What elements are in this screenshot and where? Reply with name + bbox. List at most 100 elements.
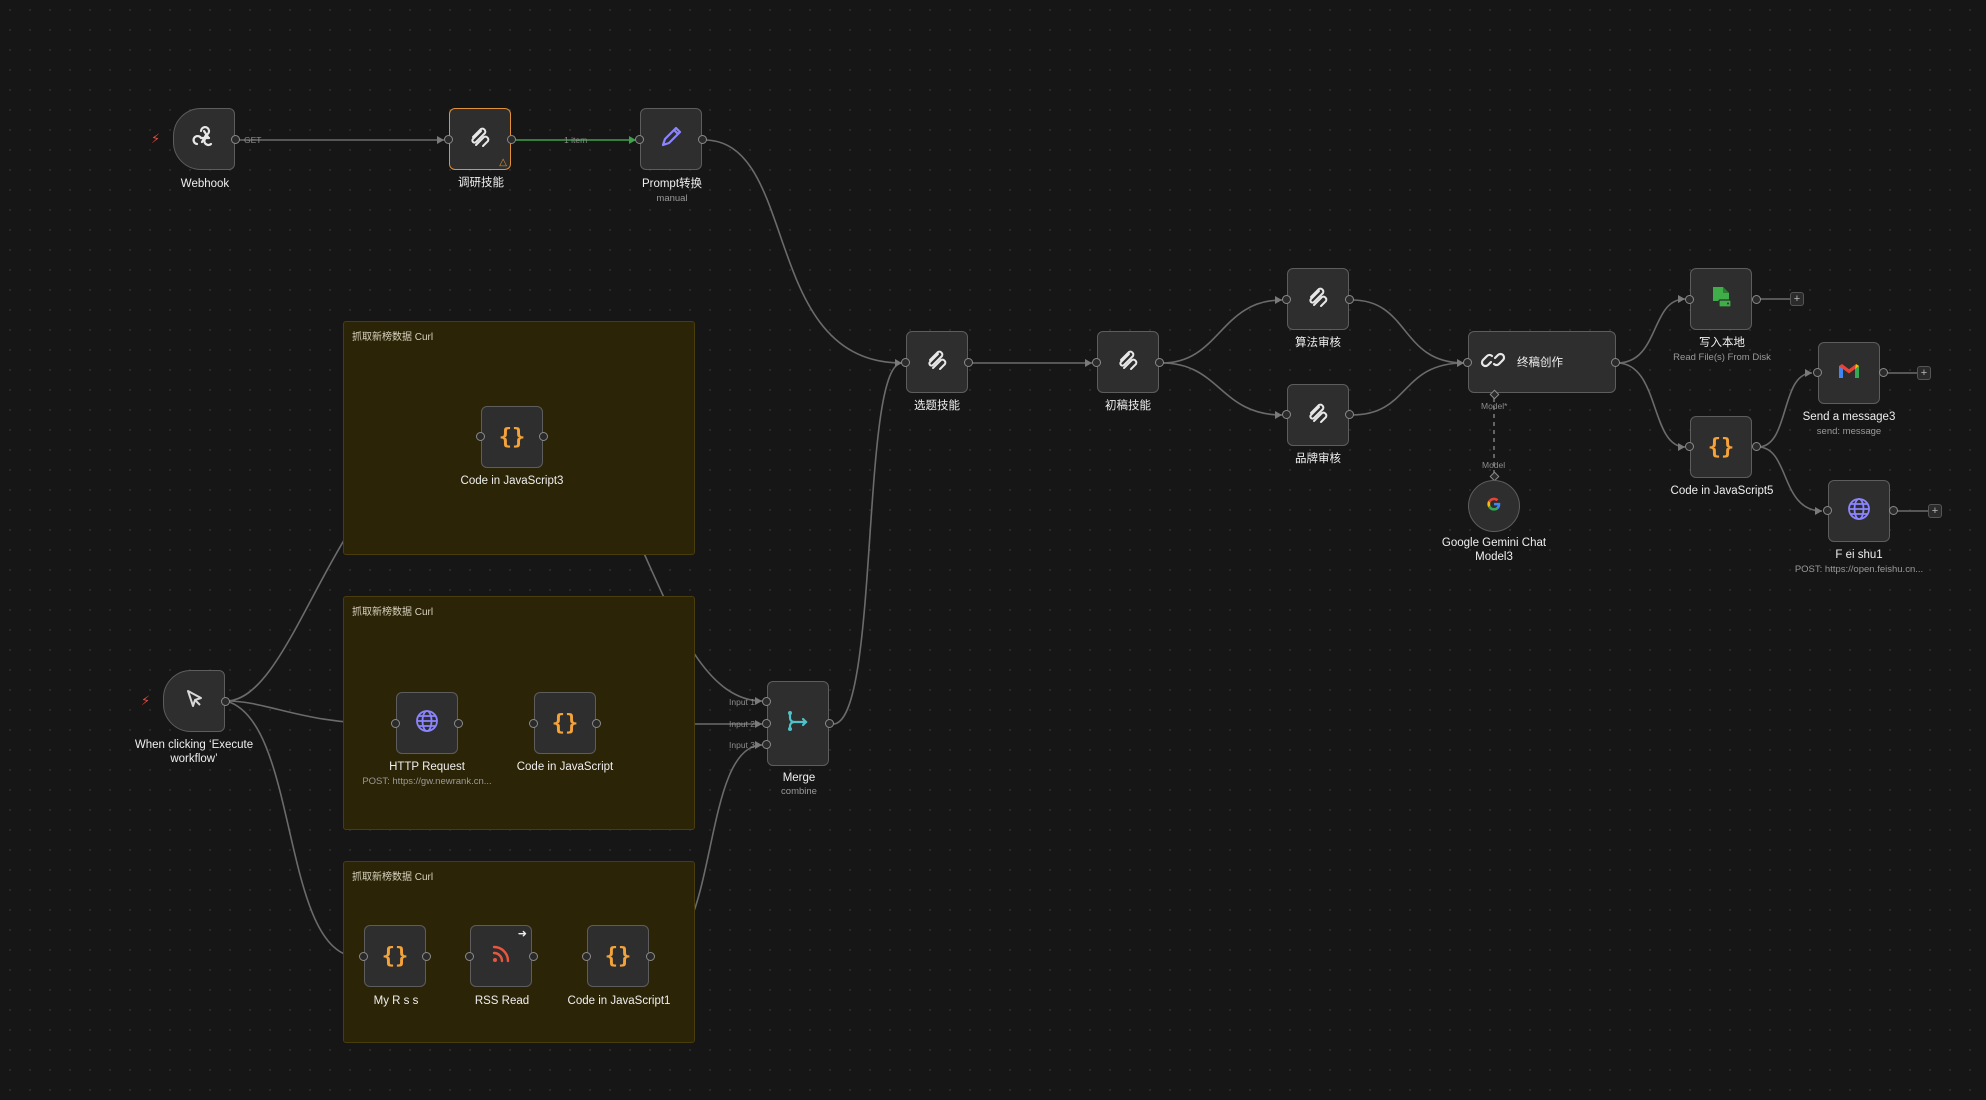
input-port[interactable] [1813, 368, 1822, 377]
output-port[interactable] [1345, 295, 1354, 304]
input-port[interactable] [762, 740, 771, 749]
node-manual-trigger[interactable] [163, 670, 225, 732]
node-zhonggao[interactable]: 终稿创作 [1468, 331, 1616, 393]
trigger-bolt-icon: ⚡ [141, 693, 151, 708]
input-port[interactable] [1463, 358, 1472, 367]
input-port[interactable] [529, 719, 538, 728]
node-rss-read[interactable]: ➜ [470, 925, 532, 987]
node-subtitle: POST: https://gw.newrank.cn... [362, 776, 492, 787]
node-label: Code in JavaScript5 [1670, 485, 1774, 497]
code-braces-icon: {} [381, 943, 409, 969]
output-port[interactable] [592, 719, 601, 728]
globe-icon [1845, 495, 1873, 528]
node-code5[interactable]: {} [1690, 416, 1752, 478]
merge-input-label: Input 1 [729, 697, 755, 707]
node-my-rss[interactable]: {} [364, 925, 426, 987]
output-port[interactable] [1889, 506, 1898, 515]
node-gmail[interactable] [1818, 342, 1880, 404]
input-port[interactable] [444, 135, 453, 144]
node-subtitle: Read File(s) From Disk [1673, 352, 1771, 363]
input-port[interactable] [465, 952, 474, 961]
output-port[interactable] [1879, 368, 1888, 377]
node-code1[interactable]: {} [587, 925, 649, 987]
node-suanfa[interactable] [1287, 268, 1349, 330]
output-port[interactable] [698, 135, 707, 144]
node-label: Code in JavaScript [516, 761, 614, 773]
node-subtitle: send: message [1816, 426, 1882, 437]
input-port[interactable] [1092, 358, 1101, 367]
node-xuanti[interactable] [906, 331, 968, 393]
output-port[interactable] [422, 952, 431, 961]
file-disk-icon [1707, 283, 1735, 316]
add-node-button[interactable]: + [1790, 292, 1804, 306]
node-label: Prompt转换 [641, 178, 703, 190]
output-port[interactable] [825, 719, 834, 728]
node-http-request[interactable] [396, 692, 458, 754]
input-port[interactable] [1685, 295, 1694, 304]
output-port[interactable] [1345, 410, 1354, 419]
chain-link-icon [1479, 346, 1507, 379]
node-merge[interactable] [767, 681, 829, 766]
node-pinpai[interactable] [1287, 384, 1349, 446]
node-label: HTTP Request [389, 761, 465, 773]
add-node-button[interactable]: + [1917, 366, 1931, 380]
model-port-label: Model* [1481, 401, 1508, 411]
output-port[interactable] [454, 719, 463, 728]
node-webhook[interactable] [173, 108, 235, 170]
input-port[interactable] [762, 697, 771, 706]
output-port[interactable] [646, 952, 655, 961]
add-node-button[interactable]: + [1928, 504, 1942, 518]
edge-label-method: GET [244, 135, 262, 145]
output-port[interactable] [1752, 295, 1761, 304]
node-code3[interactable]: {} [481, 406, 543, 468]
node-label: RSS Read [474, 995, 530, 1007]
node-label: Code in JavaScript3 [460, 475, 564, 487]
input-port[interactable] [359, 952, 368, 961]
output-port[interactable] [221, 697, 230, 706]
node-chugao[interactable] [1097, 331, 1159, 393]
agent-icon [923, 346, 951, 379]
output-port[interactable] [964, 358, 973, 367]
input-port[interactable] [762, 719, 771, 728]
input-port[interactable] [1823, 506, 1832, 515]
input-port[interactable] [1282, 410, 1291, 419]
node-prompt[interactable] [640, 108, 702, 170]
output-port[interactable] [1611, 358, 1620, 367]
input-port[interactable] [1282, 295, 1291, 304]
node-label: 写入本地 [1699, 337, 1745, 349]
merge-input-label: Input 3 [729, 740, 755, 750]
input-port[interactable] [391, 719, 400, 728]
agent-icon [1114, 346, 1142, 379]
output-port[interactable] [539, 432, 548, 441]
node-code[interactable]: {} [534, 692, 596, 754]
input-port[interactable] [582, 952, 591, 961]
input-port[interactable] [1685, 442, 1694, 451]
node-label: When clicking ‘Execute workflow’ [134, 739, 254, 765]
node-label: My R s s [373, 995, 419, 1007]
node-gemini[interactable] [1468, 480, 1520, 532]
output-port[interactable] [1155, 358, 1164, 367]
sticky-note-title: 抓取新榜数据 Curl [352, 607, 434, 618]
node-xieru[interactable] [1690, 268, 1752, 330]
input-port[interactable] [901, 358, 910, 367]
node-label: 终稿创作 [1517, 357, 1563, 369]
node-label: 品牌审核 [1295, 453, 1341, 465]
agent-icon [1304, 283, 1332, 316]
node-diaoyan[interactable]: △ [449, 108, 511, 170]
node-label: 算法审核 [1295, 337, 1341, 349]
sticky-note-title: 抓取新榜数据 Curl [352, 332, 434, 343]
input-port[interactable] [476, 432, 485, 441]
output-port[interactable] [529, 952, 538, 961]
node-subtitle: combine [781, 786, 817, 797]
node-label: F ei shu1 [1835, 549, 1883, 561]
code-braces-icon: {} [604, 943, 632, 969]
output-port[interactable] [231, 135, 240, 144]
output-port[interactable] [1752, 442, 1761, 451]
output-port[interactable] [507, 135, 516, 144]
input-port[interactable] [635, 135, 644, 144]
node-label: Merge [782, 772, 816, 784]
node-label: Send a message3 [1802, 411, 1896, 423]
node-feishu[interactable] [1828, 480, 1890, 542]
cursor-icon [180, 685, 208, 718]
